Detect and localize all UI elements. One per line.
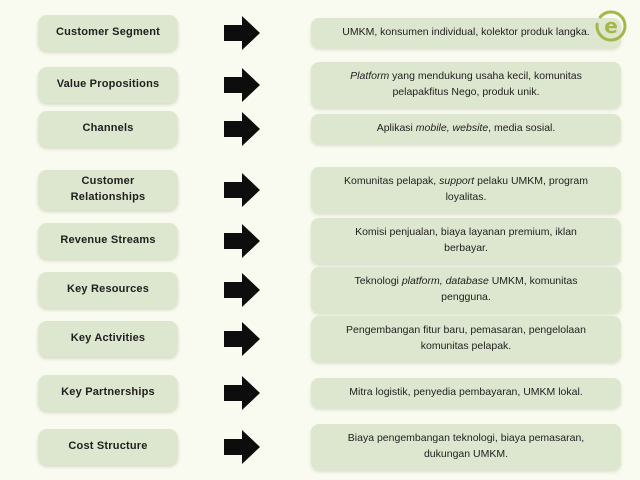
right-arrow-icon	[224, 224, 260, 258]
label-box-value-propositions: Value Propositions	[38, 67, 178, 103]
description-box-customer-segment: UMKM, konsumen individual, kolektor prod…	[311, 18, 621, 48]
description-text: Platform yang mendukung usaha kecil, kom…	[350, 70, 582, 98]
right-arrow-icon	[224, 16, 260, 50]
description-text: Biaya pengembangan teknologi, biaya pema…	[347, 432, 585, 460]
description-box-value-propositions: Platform yang mendukung usaha kecil, kom…	[311, 62, 621, 108]
label-box-key-resources: Key Resources	[38, 272, 178, 308]
logo-glyph: e	[604, 14, 618, 38]
label-text: Key Activities	[70, 332, 146, 345]
label-box-cost-structure: Cost Structure	[38, 429, 178, 465]
description-text: Teknologi platform, database UMKM, komun…	[354, 275, 578, 303]
label-text: Revenue Streams	[60, 234, 156, 247]
label-text: Key Partnerships	[61, 386, 155, 399]
row-key-resources: Key Resources Teknologi platform, databa…	[0, 266, 640, 314]
e-spiral-logo-icon: e	[595, 10, 627, 42]
row-revenue-streams: Revenue Streams Komisi penjualan, biaya …	[0, 217, 640, 265]
label-box-key-partnerships: Key Partnerships	[38, 375, 178, 411]
row-customer-segment: Customer Segment UMKM, konsumen individu…	[0, 9, 640, 57]
label-box-key-activities: Key Activities	[38, 321, 178, 357]
label-box-revenue-streams: Revenue Streams	[38, 223, 178, 259]
label-text: Customer Segment	[55, 26, 161, 39]
row-customer-relationships: Customer Relationships Komunitas pelapak…	[0, 163, 640, 217]
label-text: Value Propositions	[56, 78, 160, 91]
label-text: Channels	[82, 122, 134, 135]
description-box-cost-structure: Biaya pengembangan teknologi, biaya pema…	[311, 424, 621, 470]
row-cost-structure: Cost Structure Biaya pengembangan teknol…	[0, 423, 640, 471]
label-text: Cost Structure	[68, 440, 148, 453]
description-text: Komunitas pelapak, support pelaku UMKM, …	[344, 175, 588, 203]
label-box-channels: Channels	[38, 111, 178, 147]
description-box-channels: Aplikasi mobile, website, media sosial.	[311, 114, 621, 144]
right-arrow-icon	[224, 430, 260, 464]
label-box-customer-segment: Customer Segment	[38, 15, 178, 51]
description-text: Komisi penjualan, biaya layanan premium,…	[355, 226, 577, 254]
description-box-customer-relationships: Komunitas pelapak, support pelaku UMKM, …	[311, 167, 621, 213]
label-box-customer-relationships: Customer Relationships	[38, 170, 178, 210]
description-box-key-partnerships: Mitra logistik, penyedia pembayaran, UMK…	[311, 378, 621, 408]
description-box-key-activities: Pengembangan fitur baru, pemasaran, peng…	[311, 316, 621, 362]
description-text: Aplikasi mobile, website, media sosial.	[376, 122, 556, 135]
right-arrow-icon	[224, 273, 260, 307]
description-box-revenue-streams: Komisi penjualan, biaya layanan premium,…	[311, 218, 621, 264]
label-text: Key Resources	[66, 283, 150, 296]
row-key-activities: Key Activities Pengembangan fitur baru, …	[0, 315, 640, 363]
right-arrow-icon	[224, 68, 260, 102]
row-value-propositions: Value Propositions Platform yang menduku…	[0, 61, 640, 109]
right-arrow-icon	[224, 112, 260, 146]
description-box-key-resources: Teknologi platform, database UMKM, komun…	[311, 267, 621, 313]
right-arrow-icon	[224, 322, 260, 356]
row-key-partnerships: Key Partnerships Mitra logistik, penyedi…	[0, 369, 640, 417]
description-text: UMKM, konsumen individual, kolektor prod…	[342, 26, 590, 39]
row-channels: Channels Aplikasi mobile, website, media…	[0, 105, 640, 153]
right-arrow-icon	[224, 173, 260, 207]
description-text: Mitra logistik, penyedia pembayaran, UMK…	[349, 386, 583, 399]
description-text: Pengembangan fitur baru, pemasaran, peng…	[346, 324, 586, 352]
right-arrow-icon	[224, 376, 260, 410]
label-text: Customer Relationships	[70, 175, 146, 203]
